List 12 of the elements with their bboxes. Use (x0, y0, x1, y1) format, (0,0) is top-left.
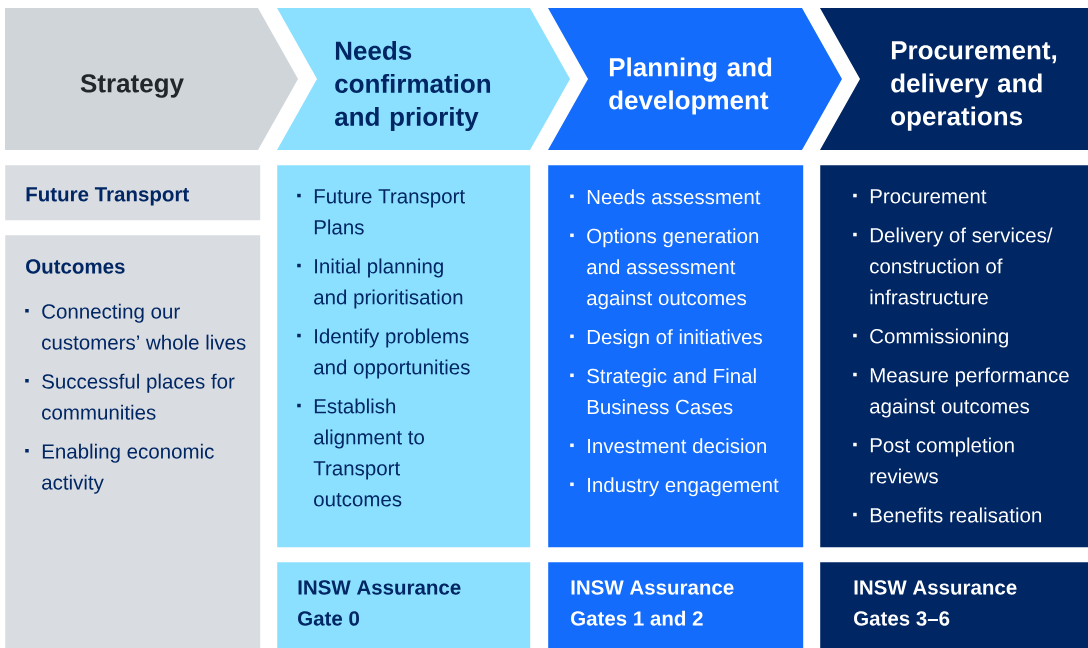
chevron-banner: Planning and development (548, 8, 842, 150)
text-panel: Outcomes Connecting our customers’ whole lives Successful places for communities Enabling economic activity (5, 235, 261, 648)
text-panel: Needs assessment Options generation and assessment against outcomes Design of initiatives Strategic and Final Business Cases Investment decision Industry engagement (548, 165, 804, 548)
chevron-banner: Needs confirmation and priority (277, 8, 570, 150)
gate-box: INSW Assurance Gate 0 (277, 562, 531, 648)
text-panel: Procurement Delivery of services/ construction of infrastructure Commissioning Measure performance against outcomes Post completion reviews Benefits realisation (820, 165, 1088, 548)
gate-box: INSW Assurance Gates 1 and 2 (548, 562, 804, 648)
chevron-banner: Procurement, delivery and operations (820, 8, 1088, 150)
label-box: Future Transport (5, 165, 261, 221)
text-panel: Future Transport Plans Initial planning and prioritisation Identify problems and opportunities Establish alignment to Transport outcomes (277, 165, 531, 548)
gate-box: INSW Assurance Gates 3–6 (820, 562, 1088, 648)
chevron-banner: Strategy (5, 8, 298, 150)
